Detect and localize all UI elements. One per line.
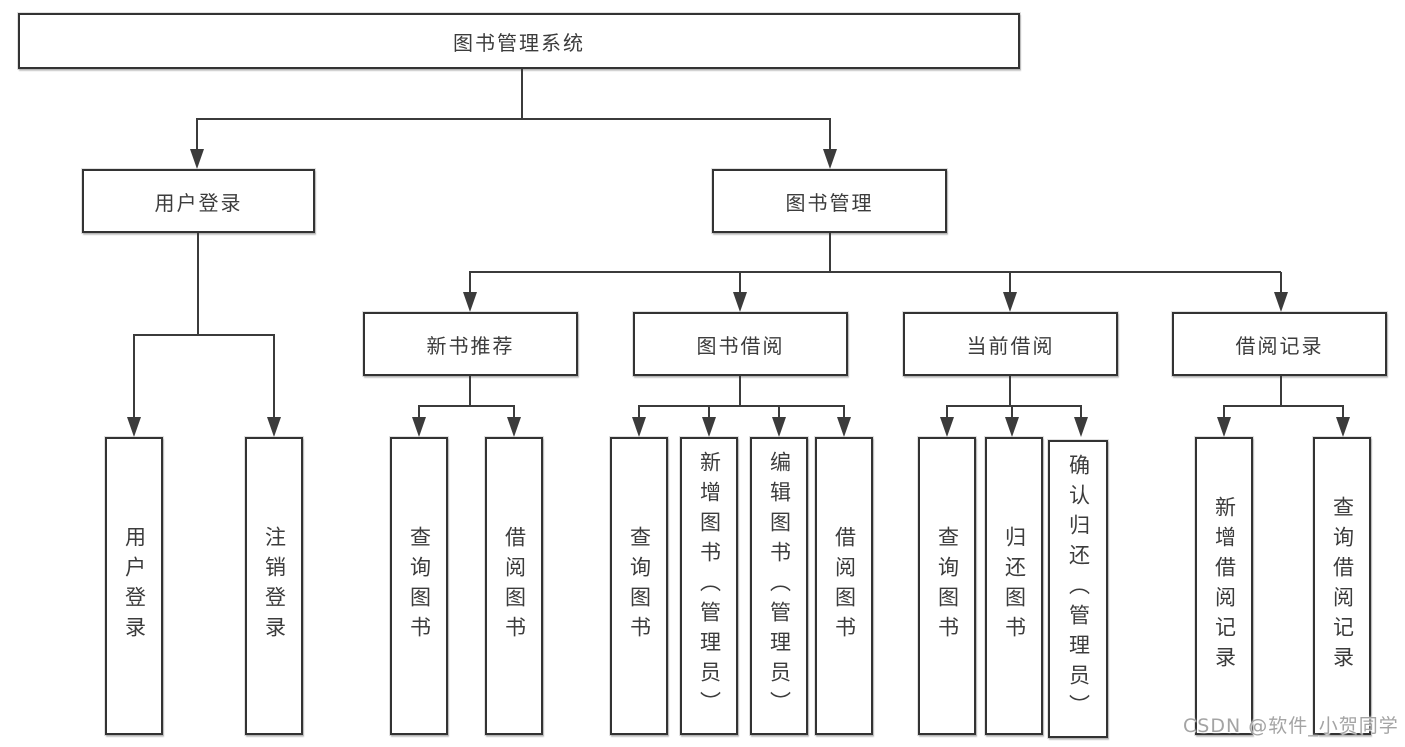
node-user-login: 用户登录 xyxy=(82,169,315,233)
arrowhead-icon xyxy=(772,417,786,437)
connector-line xyxy=(1080,406,1082,419)
node-user-login-leaf: 用户登录 xyxy=(105,437,163,735)
arrowhead-icon xyxy=(702,417,716,437)
connector-line xyxy=(1223,405,1344,407)
node-confirm-return-admin: 确认归还（管理员） xyxy=(1048,440,1108,738)
connector-line xyxy=(946,405,1082,407)
connector-line xyxy=(469,271,1281,273)
arrowhead-icon xyxy=(837,417,851,437)
connector-line xyxy=(1009,272,1011,294)
arrowhead-icon xyxy=(1005,417,1019,437)
connector-line xyxy=(778,406,780,419)
arrowhead-icon xyxy=(1074,417,1088,437)
connector-line xyxy=(133,334,275,336)
connector-line xyxy=(1342,406,1344,419)
connector-line xyxy=(418,405,515,407)
node-borrow-books-recommend: 借阅图书 xyxy=(485,437,543,735)
connector-line xyxy=(739,272,741,294)
arrowhead-icon xyxy=(267,417,281,437)
connector-line xyxy=(196,118,198,152)
connector-line xyxy=(469,376,471,407)
connector-line xyxy=(513,406,515,419)
arrowhead-icon xyxy=(507,417,521,437)
arrowhead-icon xyxy=(1336,417,1350,437)
connector-line xyxy=(197,118,831,120)
connector-line xyxy=(739,376,741,407)
node-query-books-current: 查询图书 xyxy=(918,437,976,735)
node-query-borrow-record: 查询借阅记录 xyxy=(1313,437,1371,735)
connector-line xyxy=(197,233,199,336)
node-add-books-admin: 新增图书（管理员） xyxy=(680,437,738,735)
connector-line xyxy=(829,118,831,152)
connector-line xyxy=(1280,376,1282,407)
connector-line xyxy=(708,406,710,419)
node-add-borrow-record: 新增借阅记录 xyxy=(1195,437,1253,735)
connector-line xyxy=(418,406,420,419)
connector-line xyxy=(1011,406,1013,419)
node-current-borrow: 当前借阅 xyxy=(903,312,1118,376)
connector-line xyxy=(521,69,523,118)
connector-line xyxy=(133,335,135,419)
watermark: CSDN @软件_小贺同学 xyxy=(1183,715,1399,737)
arrowhead-icon xyxy=(190,149,204,169)
arrowhead-icon xyxy=(127,417,141,437)
arrowhead-icon xyxy=(463,292,477,312)
arrowhead-icon xyxy=(1274,292,1288,312)
node-book-borrow: 图书借阅 xyxy=(633,312,848,376)
connector-line xyxy=(843,406,845,419)
connector-line xyxy=(829,233,831,273)
arrowhead-icon xyxy=(1003,292,1017,312)
node-new-book-recommend: 新书推荐 xyxy=(363,312,578,376)
node-return-books: 归还图书 xyxy=(985,437,1043,735)
arrowhead-icon xyxy=(823,149,837,169)
connector-line xyxy=(1280,272,1282,294)
connector-line xyxy=(946,406,948,419)
node-query-books-recommend: 查询图书 xyxy=(390,437,448,735)
node-query-books-borrow: 查询图书 xyxy=(610,437,668,735)
connector-line xyxy=(638,405,845,407)
arrowhead-icon xyxy=(733,292,747,312)
node-borrow-records: 借阅记录 xyxy=(1172,312,1387,376)
connector-line xyxy=(1223,406,1225,419)
node-edit-books-admin: 编辑图书（管理员） xyxy=(750,437,808,735)
connector-line xyxy=(1009,376,1011,407)
connector-line xyxy=(273,335,275,419)
node-library-system: 图书管理系统 xyxy=(18,13,1020,69)
node-logout: 注销登录 xyxy=(245,437,303,735)
arrowhead-icon xyxy=(632,417,646,437)
node-borrow-books: 借阅图书 xyxy=(815,437,873,735)
node-book-management: 图书管理 xyxy=(712,169,947,233)
arrowhead-icon xyxy=(1217,417,1231,437)
connector-line xyxy=(638,406,640,419)
arrowhead-icon xyxy=(412,417,426,437)
arrowhead-icon xyxy=(940,417,954,437)
connector-line xyxy=(469,272,471,294)
